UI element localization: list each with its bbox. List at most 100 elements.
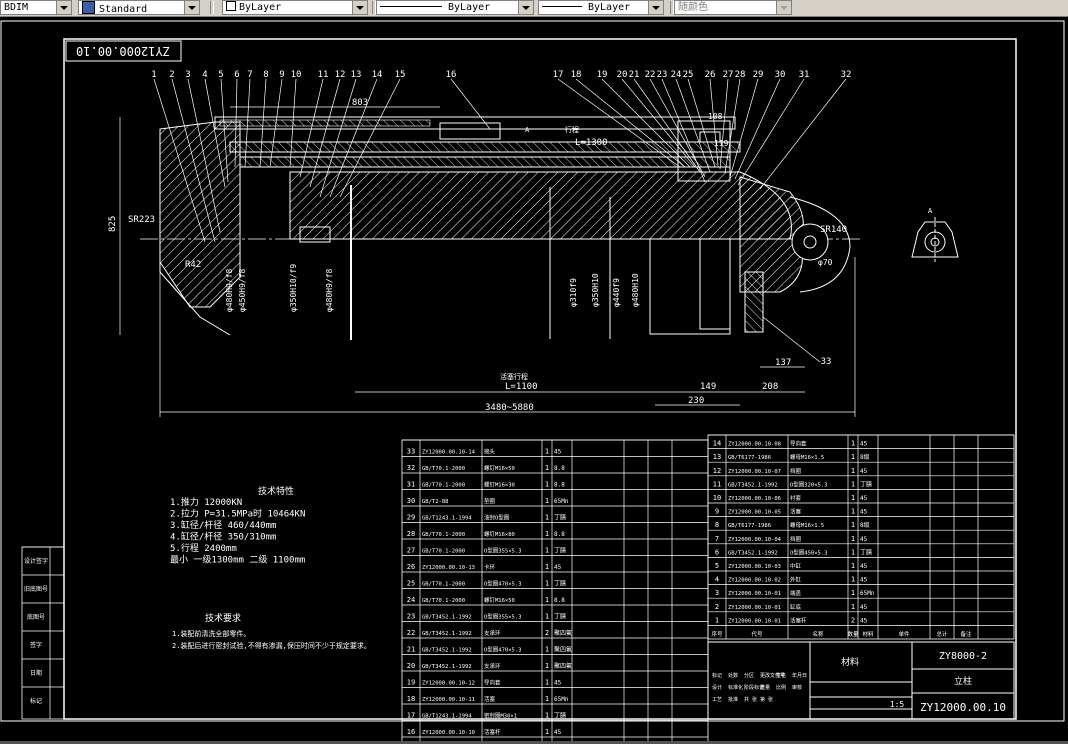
cylinder-assembly[interactable] xyxy=(140,116,860,340)
balloon-number: 29 xyxy=(753,70,764,80)
dim-70: φ70 xyxy=(818,258,833,267)
chevron-down-icon[interactable] xyxy=(184,1,199,14)
bom-cell: 1 xyxy=(545,646,549,654)
bom-cell: 挡圈 xyxy=(790,467,802,475)
bom-cell: 中缸 xyxy=(790,562,802,570)
lineweight-combo[interactable]: ByLayer xyxy=(538,0,664,15)
bom-cell: 45 xyxy=(860,468,868,475)
bom-cell: 螺钉M16×30 xyxy=(484,481,515,489)
spec-line: 3.缸径/杆径 460/440mm xyxy=(170,519,276,531)
bom-cell: ZY12000.00.10-11 xyxy=(422,697,475,703)
balloon-number: 6 xyxy=(234,70,239,80)
bom-cell: 45 xyxy=(860,604,868,611)
bom-cell: 1 xyxy=(851,480,855,488)
title-block-label: 签名 xyxy=(776,672,786,679)
bom-cell: ZY12000.00.10-03 xyxy=(728,564,781,570)
label-stroke: 行程 xyxy=(565,125,579,134)
title-block-label: 审核 xyxy=(792,684,802,691)
pin-hole-inner xyxy=(803,235,817,249)
balloon-number: 2 xyxy=(169,70,174,80)
bom-cell: 衬套 xyxy=(790,494,802,502)
dimstyle-combo[interactable]: BDIM xyxy=(0,0,72,15)
toolbar-separator xyxy=(372,1,376,14)
outer-tube xyxy=(214,116,736,130)
bom-cell: 30 xyxy=(407,497,415,505)
bom-header: 材料 xyxy=(862,630,874,638)
dim-149: 149 xyxy=(700,382,716,392)
title-block-label: 批准 xyxy=(728,696,738,703)
chevron-down-icon[interactable] xyxy=(648,1,663,14)
bom-cell: 螺钉M16×50 xyxy=(484,596,515,604)
balloon-number: 27 xyxy=(723,70,734,80)
side-label: 设计签字 xyxy=(24,557,48,565)
bom-cell: 1 xyxy=(545,530,549,538)
req-line: 2.装配后进行密封试验,不得有渗漏,保压时间不少于规定要求。 xyxy=(172,641,371,650)
linetype-combo[interactable]: ByLayer xyxy=(376,0,534,15)
req-title: 技术要求 xyxy=(205,612,241,624)
bom-cell: 1 xyxy=(851,453,855,461)
bom-cell: 45 xyxy=(860,441,868,448)
bom-cell: 丁腈 xyxy=(554,514,566,522)
bom-cell: 聚四氟 xyxy=(554,662,572,670)
dimension-lines xyxy=(119,106,856,417)
bom-cell: 45 xyxy=(554,680,562,687)
chevron-down-icon[interactable] xyxy=(352,1,367,14)
color-combo[interactable]: ByLayer xyxy=(222,0,368,15)
status-strip xyxy=(0,741,1068,744)
title-box-topleft xyxy=(65,40,182,62)
balloon-number: 19 xyxy=(597,70,608,80)
properties-toolbar: BDIM Standard ByLayer ByLayer ByLayer 随颜… xyxy=(0,0,1068,17)
part-name: 立柱 xyxy=(954,675,972,687)
bom-cell: 1 xyxy=(545,563,549,571)
leader-line xyxy=(729,78,759,178)
dim-119: 119 xyxy=(714,139,729,148)
chevron-down-icon[interactable] xyxy=(776,1,791,14)
bom-cell: O型圈470×5.3 xyxy=(484,580,522,588)
leader-line xyxy=(575,78,686,168)
bom-cell: 27 xyxy=(407,547,415,555)
dim-137: 137 xyxy=(775,358,791,368)
bottom-bolt xyxy=(744,271,764,333)
title-block-label: 年月日 xyxy=(792,672,807,679)
chevron-down-icon[interactable] xyxy=(518,1,533,14)
bom-header: 序号 xyxy=(711,630,723,638)
bom-cell: 13 xyxy=(713,453,721,461)
title-block-label: 设计 xyxy=(712,684,722,691)
bom-cell: 10 xyxy=(713,494,721,502)
bom-cell: 8级 xyxy=(860,521,870,529)
fit-label: φ310f9 xyxy=(569,278,578,307)
lower-piston-inner xyxy=(699,238,731,330)
bom-cell: 活塞杆 xyxy=(790,616,807,624)
dim-sr140: SR140 xyxy=(820,225,847,235)
bom-cell: 18 xyxy=(407,695,415,703)
textstyle-combo[interactable]: Standard xyxy=(78,0,200,15)
bom-cell: 1 xyxy=(545,547,549,555)
bom-cell: ZY12000.00.10-06 xyxy=(728,496,781,502)
plotstyle-combo[interactable]: 随颜色 xyxy=(674,0,792,15)
inner-frame xyxy=(63,38,1017,720)
bom-cell: 1 xyxy=(851,440,855,448)
bom-cell: 1 xyxy=(545,481,549,489)
bom-cell: 1 xyxy=(545,728,549,736)
bom-cell: 1 xyxy=(545,695,549,703)
bom-cell: 8.8 xyxy=(554,597,565,604)
bom-cell: 31 xyxy=(407,481,415,489)
spec-line: 5.行程 2400mm xyxy=(170,542,237,554)
bom-header: 代号 xyxy=(751,630,763,638)
dimstyle-value: BDIM xyxy=(4,2,29,13)
balloon-number: 16 xyxy=(446,70,457,80)
balloon-number: 4 xyxy=(202,70,207,80)
bom-cell: ZY12000.00.10-10 xyxy=(422,730,475,736)
leader-line xyxy=(719,78,729,170)
bom-cell: 支承环 xyxy=(484,662,501,670)
leader-line xyxy=(734,78,781,180)
bom-cell: 28 xyxy=(407,530,415,538)
rod-marker xyxy=(350,185,352,340)
leader-line xyxy=(309,78,341,188)
side-column-frame xyxy=(21,546,65,720)
title-block-label: 比例 xyxy=(776,684,786,691)
balloon-number: 18 xyxy=(571,70,582,80)
chevron-down-icon[interactable] xyxy=(56,1,71,14)
bom-cell: 7 xyxy=(715,535,719,543)
